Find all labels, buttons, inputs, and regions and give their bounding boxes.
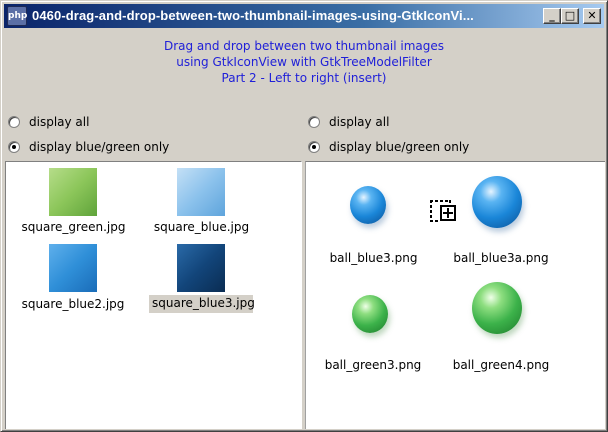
right-radio-display-all[interactable]: display all <box>308 113 389 131</box>
php-app-icon[interactable]: php <box>7 6 27 26</box>
radio-label: display all <box>329 115 390 129</box>
ball-green3-image <box>352 295 388 333</box>
left-icon-view[interactable]: square_green.jpg square_blue.jpg square_… <box>5 161 302 429</box>
square-green-thumbnail <box>49 168 97 216</box>
item-label: square_blue2.jpg <box>21 297 125 311</box>
ball-green4-image <box>472 282 522 334</box>
header-line-1: Drag and drop between two thumbnail imag… <box>163 39 445 53</box>
title-bar[interactable]: php 0460-drag-and-drop-between-two-thumb… <box>4 4 604 28</box>
radio-button-icon <box>8 116 20 128</box>
header-line-3: Part 2 - Left to right (insert) <box>221 71 387 85</box>
radio-button-icon <box>308 116 320 128</box>
square-blue2-thumbnail <box>49 244 97 292</box>
square-blue-thumbnail <box>177 168 225 216</box>
item-label: square_blue.jpg <box>153 220 250 234</box>
radio-label: display blue/green only <box>29 140 170 154</box>
radio-button-checked-icon <box>8 141 20 153</box>
radio-button-checked-icon <box>308 141 320 153</box>
item-label: square_green.jpg <box>21 220 126 234</box>
window-title: 0460-drag-and-drop-between-two-thumbnail… <box>32 8 474 23</box>
item-label: ball_green3.png <box>324 358 422 372</box>
left-radio-display-blue-green[interactable]: display blue/green only <box>8 138 169 156</box>
square-blue3-thumbnail <box>177 244 225 292</box>
right-radio-display-blue-green[interactable]: display blue/green only <box>308 138 469 156</box>
item-label: ball_blue3.png <box>329 251 418 265</box>
item-label: ball_blue3a.png <box>453 251 549 265</box>
close-button[interactable]: ✕ <box>583 8 601 24</box>
drag-drop-cursor-icon <box>430 200 456 222</box>
maximize-button[interactable]: □ <box>561 8 579 24</box>
header-line-2: using GtkIconView with GtkTreeModelFilte… <box>176 55 432 69</box>
radio-label: display blue/green only <box>329 140 470 154</box>
radio-label: display all <box>29 115 90 129</box>
left-radio-display-all[interactable]: display all <box>8 113 89 131</box>
item-label: ball_green4.png <box>452 358 550 372</box>
instructions-header: Drag and drop between two thumbnail imag… <box>1 38 607 86</box>
ball-blue3-image <box>350 186 386 224</box>
minimize-button[interactable]: _ <box>543 8 561 24</box>
item-label-selected: square_blue3.jpg <box>149 295 255 313</box>
ball-blue3a-image <box>472 176 522 228</box>
